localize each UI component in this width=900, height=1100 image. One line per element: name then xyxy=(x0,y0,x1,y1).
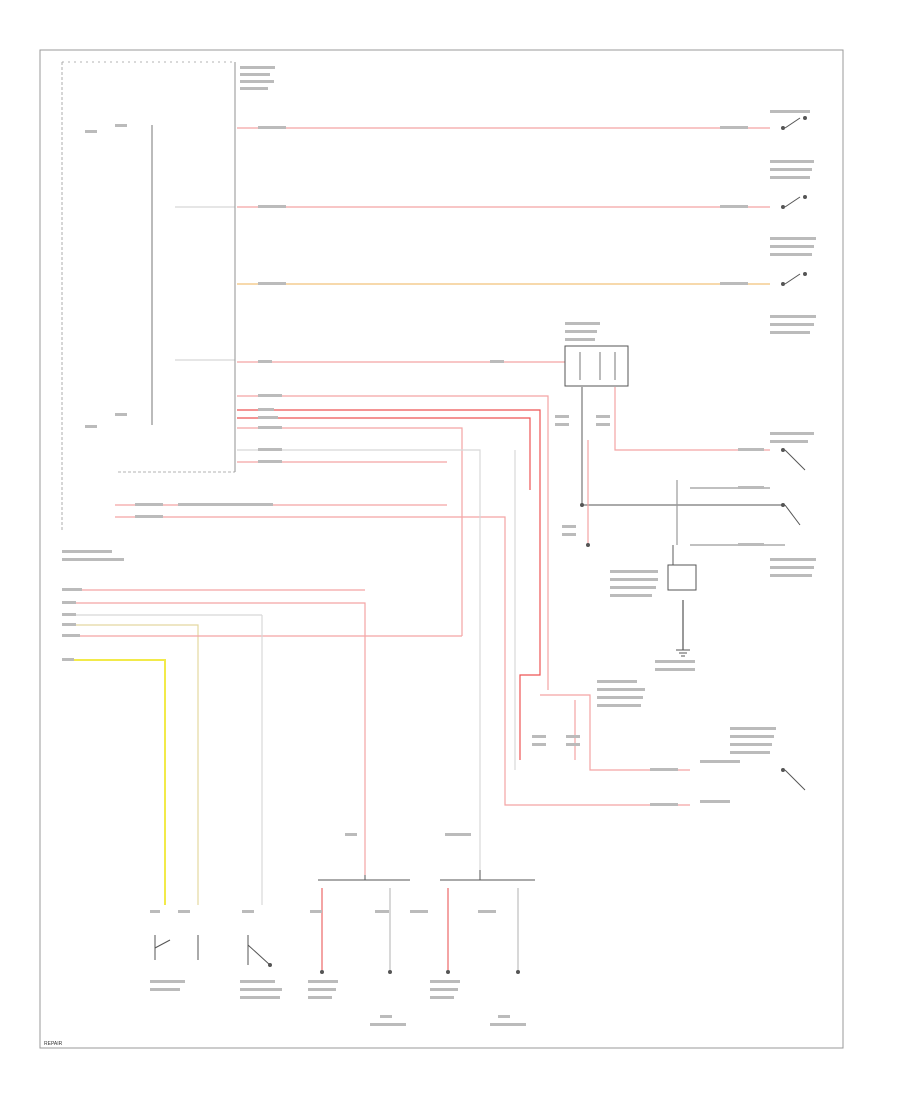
switch-2 xyxy=(781,195,807,209)
wire-21 xyxy=(62,659,166,905)
switch-1 xyxy=(781,116,807,130)
switch-4 xyxy=(781,448,806,471)
tiny-labels xyxy=(62,66,816,1026)
wire-6 xyxy=(237,409,541,760)
wire-5 xyxy=(237,395,549,690)
sensor-middle xyxy=(247,935,272,967)
page-frame xyxy=(39,49,844,1049)
ground-terminals xyxy=(320,970,520,974)
switch-3 xyxy=(781,272,807,286)
wire-12 xyxy=(237,449,481,870)
control-module xyxy=(61,61,236,530)
sensor-box xyxy=(667,564,697,591)
switch-6 xyxy=(781,768,806,791)
wire-29 xyxy=(540,694,690,771)
junction-dots xyxy=(580,503,590,547)
sensor-left xyxy=(154,935,199,960)
wire-19 xyxy=(62,624,199,905)
wire-14 xyxy=(614,387,770,451)
footer-code: REPAIR xyxy=(44,1041,63,1047)
wire-8 xyxy=(237,427,463,636)
connector-bottom-2 xyxy=(440,870,535,881)
wire-11 xyxy=(115,516,690,806)
connector-bottom-1 xyxy=(318,875,410,881)
switch-5 xyxy=(781,503,801,526)
wire-7 xyxy=(237,417,531,490)
relay xyxy=(564,345,629,387)
wire-harness xyxy=(62,127,785,970)
wire-17 xyxy=(62,602,366,875)
ground-1 xyxy=(676,649,690,657)
